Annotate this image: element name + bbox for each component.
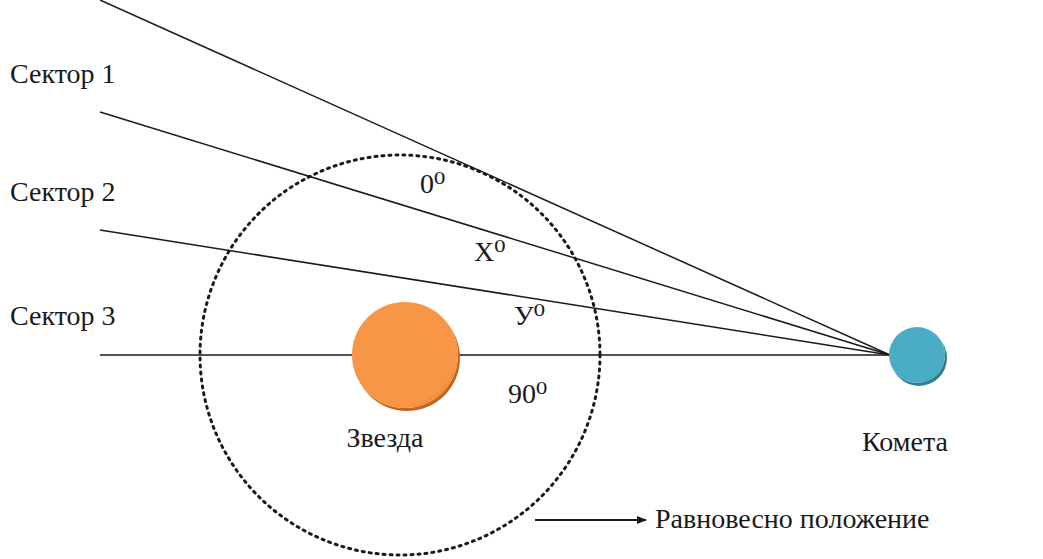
callout-arrow <box>535 519 646 521</box>
sector-line <box>100 0 890 355</box>
callout-label: Равновесно положение <box>655 503 930 535</box>
sector-label: Сектор 2 <box>10 176 116 208</box>
axis-line <box>100 354 890 356</box>
sector-label: Сектор 1 <box>10 58 116 90</box>
comet-node: Комета <box>860 320 980 460</box>
angle-label: 90⁰ <box>508 378 547 410</box>
star-label: Звезда <box>320 422 450 454</box>
angle-label: 0⁰ <box>420 168 445 200</box>
star-circle <box>352 302 458 408</box>
sector-line <box>100 230 890 355</box>
comet-circle <box>889 327 945 383</box>
angle-label: X⁰ <box>474 236 505 268</box>
sector-label: Сектор 3 <box>10 300 116 332</box>
sector-line <box>100 112 890 355</box>
angle-label: У⁰ <box>514 300 545 332</box>
comet-label: Комета <box>860 426 950 458</box>
star-node: Звезда <box>320 300 490 460</box>
